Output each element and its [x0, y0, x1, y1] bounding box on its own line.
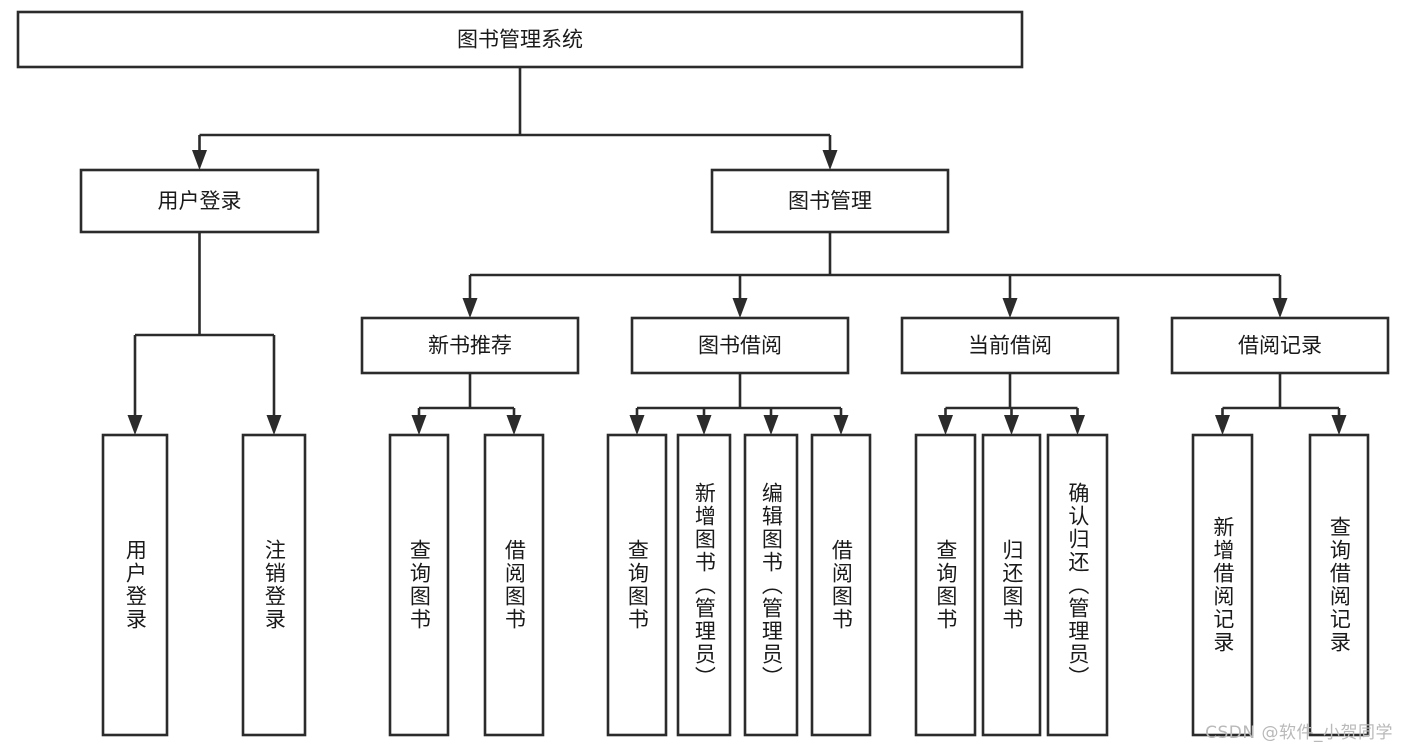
- arrowhead-icon: [127, 415, 143, 435]
- node-l3-2[interactable]: [900, 316, 1120, 375]
- node-lf-8[interactable]: [914, 433, 977, 737]
- arrowhead-icon: [411, 415, 427, 435]
- arrowhead-icon: [1070, 415, 1085, 435]
- node-label-l3-0: 新书推荐: [428, 334, 512, 358]
- node-lf-5[interactable]: [676, 433, 732, 737]
- arrowhead-icon: [696, 415, 712, 435]
- node-l2-1[interactable]: [710, 168, 950, 234]
- node-l3-1[interactable]: [630, 316, 850, 375]
- arrowhead-icon: [833, 415, 849, 435]
- node-lf-11[interactable]: [1191, 433, 1254, 737]
- connector-layer: [127, 67, 1347, 435]
- node-lf-4[interactable]: [606, 433, 668, 737]
- node-label-l3-2: 当前借阅: [968, 334, 1052, 358]
- node-label-l3-3: 借阅记录: [1238, 334, 1322, 358]
- node-label-root: 图书管理系统: [457, 28, 583, 52]
- node-lf-10[interactable]: [1046, 433, 1109, 737]
- node-l3-0[interactable]: [360, 316, 580, 375]
- arrowhead-icon: [629, 415, 645, 435]
- arrowhead-icon: [1272, 298, 1288, 318]
- node-lf-3[interactable]: [483, 433, 545, 737]
- arrowhead-icon: [192, 150, 207, 170]
- node-lf-6[interactable]: [743, 433, 799, 737]
- arrowhead-icon: [1004, 415, 1019, 435]
- node-label-l3-1: 图书借阅: [698, 334, 782, 358]
- node-l3-3[interactable]: [1170, 316, 1390, 375]
- arrowhead-icon: [732, 298, 748, 318]
- node-l2-0[interactable]: [79, 168, 320, 234]
- node-label-l2-0: 用户登录: [158, 189, 242, 213]
- arrowhead-icon: [1215, 415, 1230, 435]
- arrowhead-icon: [938, 415, 953, 435]
- node-lf-12[interactable]: [1308, 433, 1370, 737]
- arrowhead-icon: [822, 150, 838, 170]
- node-lf-1[interactable]: [241, 433, 307, 737]
- arrowhead-icon: [506, 415, 522, 435]
- node-lf-0[interactable]: [101, 433, 169, 737]
- arrowhead-icon: [763, 415, 779, 435]
- arrowhead-icon: [1331, 415, 1347, 435]
- node-lf-9[interactable]: [981, 433, 1042, 737]
- node-lf-7[interactable]: [810, 433, 872, 737]
- node-label-l2-1: 图书管理: [788, 189, 872, 213]
- node-root[interactable]: [16, 10, 1024, 69]
- node-lf-2[interactable]: [388, 433, 450, 737]
- arrowhead-icon: [1002, 298, 1018, 318]
- watermark-text: CSDN @软件_小贺同学: [1205, 723, 1393, 743]
- arrowhead-icon: [266, 415, 282, 435]
- arrowhead-icon: [462, 298, 478, 318]
